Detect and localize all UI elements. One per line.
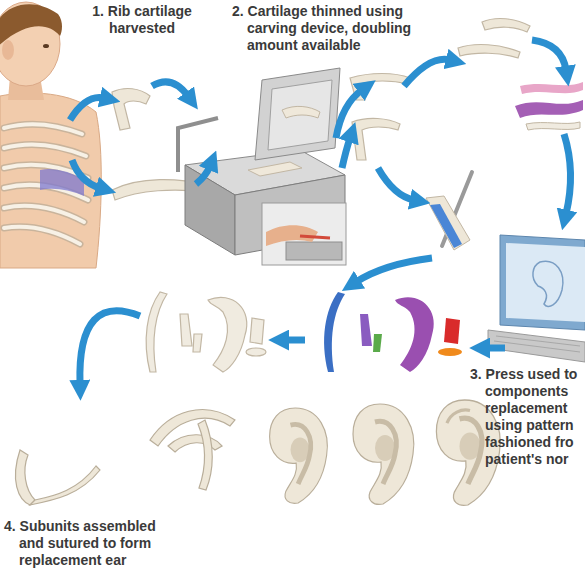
boy-illustration xyxy=(2,40,14,60)
flow-arrow xyxy=(70,97,104,120)
assembled-ear xyxy=(15,400,500,505)
colored-templates xyxy=(515,100,583,118)
flow-arrow xyxy=(564,134,571,214)
flow-arrow xyxy=(285,337,305,344)
press-laptop xyxy=(500,235,585,330)
boy-illustration xyxy=(0,2,101,268)
flow-arrow xyxy=(336,90,362,138)
boy-illustration xyxy=(4,206,84,222)
boy-illustration xyxy=(4,144,86,156)
flow-arrow xyxy=(152,82,188,96)
carving-device xyxy=(178,68,346,265)
rib-cartilage xyxy=(112,89,150,130)
flow-arrow xyxy=(70,40,571,384)
assembled-ear xyxy=(353,404,414,504)
cartilage-components xyxy=(146,292,266,372)
flow-arrow xyxy=(72,160,100,188)
assembled-ear xyxy=(198,420,212,490)
thinned-cartilage xyxy=(458,45,520,58)
colored-templates xyxy=(526,122,580,130)
boy-illustration xyxy=(43,44,49,48)
flow-arrow xyxy=(378,168,414,200)
assembled-ear xyxy=(15,450,35,505)
colored-components xyxy=(444,318,460,344)
colored-templates xyxy=(515,82,583,130)
cartilage-components xyxy=(250,318,264,344)
colored-components xyxy=(373,334,382,352)
assembled-ear xyxy=(353,404,414,504)
colored-templates xyxy=(520,82,583,94)
assembled-ear xyxy=(30,466,100,505)
carving-device xyxy=(262,203,346,265)
press-laptop xyxy=(488,235,585,362)
flow-arrow xyxy=(342,138,350,168)
assembled-ear xyxy=(460,418,482,484)
colored-components xyxy=(360,314,372,346)
flow-arrow xyxy=(404,59,450,86)
cartilage-components xyxy=(246,348,266,356)
scalpel xyxy=(426,196,470,250)
step-label: 2. Cartilage thinned using carving devic… xyxy=(232,3,422,54)
cartilage-components xyxy=(146,292,167,372)
assembled-ear xyxy=(168,435,222,452)
assembled-ear xyxy=(375,421,396,484)
flow-arrow xyxy=(532,40,566,70)
step-label: 3. Press used to components replacement … xyxy=(470,366,582,468)
step-label: 1. Rib cartilage harvested xyxy=(78,3,206,37)
scalpel xyxy=(430,204,462,248)
flow-arrow xyxy=(196,166,210,184)
flow-arrow xyxy=(356,258,432,282)
assembled-ear xyxy=(270,408,328,503)
thinned-cartilage xyxy=(352,118,400,160)
cartilage-components xyxy=(180,314,192,346)
boy-illustration xyxy=(4,206,84,222)
thinned-cartilage xyxy=(482,19,530,32)
carving-device xyxy=(268,80,332,150)
colored-components xyxy=(324,292,462,372)
colored-components xyxy=(438,348,462,356)
carving-device xyxy=(248,162,302,176)
assembled-ear xyxy=(447,410,470,423)
cartilage-components xyxy=(208,297,247,372)
boy-illustration xyxy=(4,144,86,156)
carving-device xyxy=(300,236,330,238)
assembled-ear xyxy=(291,425,311,484)
boy-illustration xyxy=(0,93,101,268)
boy-illustration xyxy=(4,227,80,244)
press-laptop xyxy=(496,336,580,346)
boy-illustration xyxy=(4,124,88,244)
colored-components xyxy=(395,297,434,372)
boy-illustration xyxy=(4,124,82,134)
carving-device xyxy=(185,165,235,255)
boy-illustration xyxy=(4,124,82,134)
press-laptop xyxy=(506,243,585,322)
boy-illustration xyxy=(4,227,80,244)
carving-device xyxy=(282,106,320,118)
carving-device xyxy=(286,242,342,260)
flow-arrow xyxy=(80,311,140,384)
boy-illustration xyxy=(4,124,88,244)
cartilage-components xyxy=(193,334,202,352)
press-laptop xyxy=(494,341,580,352)
assembled-ear xyxy=(270,408,328,503)
press-laptop xyxy=(533,261,563,306)
scalpel xyxy=(426,172,472,250)
step-label: 4. Subunits assembled and sutured to for… xyxy=(4,518,169,569)
flow-arrow xyxy=(486,345,505,352)
carving-device xyxy=(255,68,340,160)
thinned-cartilage xyxy=(350,19,530,160)
colored-components xyxy=(324,292,345,372)
